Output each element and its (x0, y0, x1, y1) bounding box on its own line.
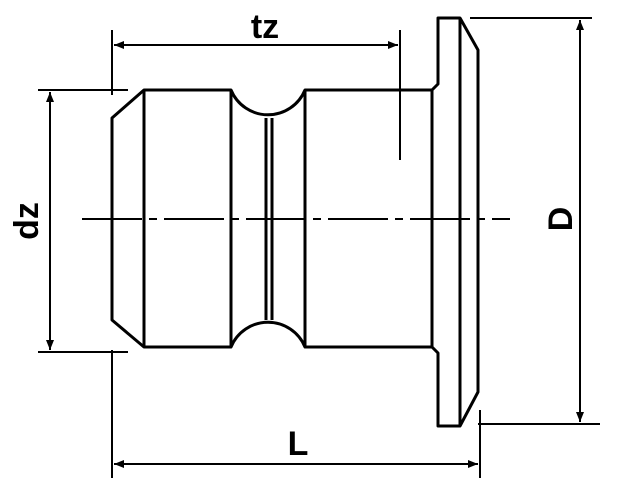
dimension-lines (38, 17, 600, 478)
fitting-body (110, 16, 480, 428)
D-label: D (542, 207, 580, 232)
dz-label: dz (8, 202, 46, 240)
tz-label: tz (251, 8, 279, 46)
L-label: L (288, 425, 309, 463)
flange (430, 16, 480, 428)
